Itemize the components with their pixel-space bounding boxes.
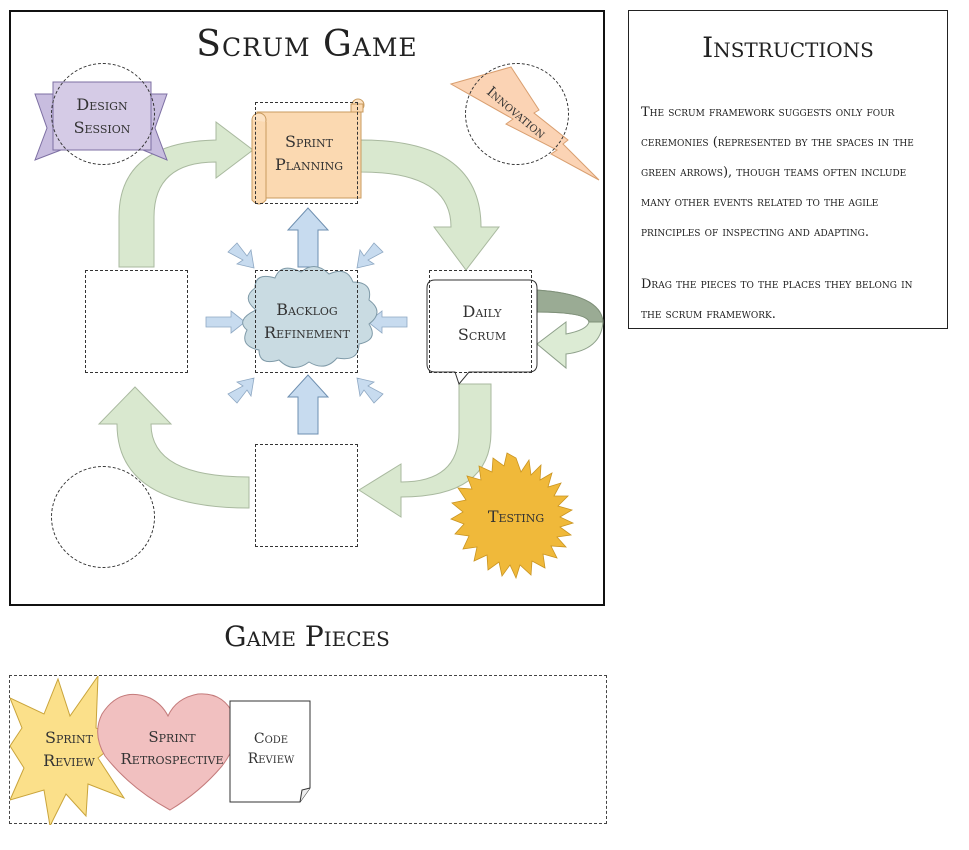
- blue-arrow-left-in: [205, 310, 246, 334]
- tray-graphics: [10, 676, 311, 825]
- daily-scrum-bubble: [426, 279, 538, 386]
- game-pieces-tray: Sprint Review Sprint Retrospective Code …: [9, 675, 607, 825]
- board-title: Scrum Game: [196, 24, 418, 65]
- blue-arrow-diag-tr: [356, 242, 384, 269]
- slot-backlog[interactable]: [255, 270, 358, 373]
- game-board: Design Session Sprint Planning Innovatio…: [9, 10, 605, 606]
- blue-arrow-down: [286, 374, 330, 435]
- design-session-label[interactable]: Design Session: [73, 94, 131, 137]
- slot-sprint-planning[interactable]: [255, 102, 358, 204]
- slot-circle-top-left[interactable]: [51, 63, 155, 165]
- sprint-retrospective-label[interactable]: Sprint Retrospective: [120, 728, 224, 768]
- blue-arrow-diag-bl: [227, 377, 255, 404]
- backlog-refinement-label[interactable]: Backlog Refinement: [264, 299, 350, 342]
- testing-sun: [450, 452, 575, 580]
- instructions-title: Instructions: [702, 31, 874, 64]
- blue-arrow-right-in: [367, 310, 408, 334]
- board-graphics: [34, 66, 604, 580]
- daily-scrum-label[interactable]: Daily Scrum: [457, 301, 507, 344]
- green-arrow-bottom-left: [97, 386, 250, 509]
- instructions-paragraph-1: The scrum framework suggests only four c…: [641, 105, 914, 240]
- green-arrow-top-left: [118, 120, 254, 268]
- blue-arrow-diag-br: [356, 377, 384, 404]
- slot-bottom[interactable]: [255, 444, 358, 547]
- code-review-label[interactable]: Code Review: [247, 730, 295, 767]
- blue-arrow-diag-tl: [227, 242, 255, 269]
- slot-daily-scrum[interactable]: [429, 270, 532, 373]
- game-pieces-title: Game Pieces: [224, 620, 390, 653]
- slot-circle-bottom-left[interactable]: [51, 466, 155, 568]
- sprint-review-burst[interactable]: [10, 676, 126, 825]
- instructions-paragraph-2: Drag the pieces to the places they belon…: [641, 277, 913, 322]
- sprint-planning-label[interactable]: Sprint Planning: [274, 131, 344, 174]
- green-arrow-bottom-right: [358, 383, 492, 518]
- slot-circle-top-right[interactable]: [465, 63, 569, 165]
- sprint-review-label[interactable]: Sprint Review: [43, 727, 95, 770]
- green-arrow-top-right: [360, 139, 501, 271]
- blue-arrow-up: [286, 207, 330, 268]
- sprint-planning-scroll: [251, 98, 365, 205]
- testing-label[interactable]: Testing: [487, 507, 545, 527]
- slot-left[interactable]: [85, 270, 188, 373]
- instructions-panel: Instructions The scrum framework suggest…: [628, 10, 948, 329]
